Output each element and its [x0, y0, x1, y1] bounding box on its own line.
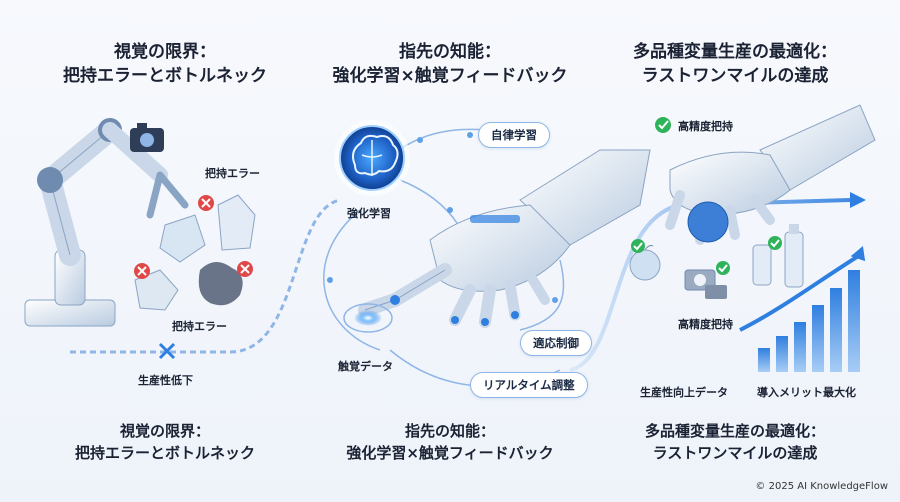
panel-2-title: 指先の知能： 強化学習×触覚フィードバック [332, 42, 568, 86]
panel-1-title: 視覚の限界： 把持エラーとボトルネック [63, 42, 267, 86]
panel-2-caption: 指先の知能： 強化学習×触覚フィードバック [346, 422, 554, 462]
error-icon [237, 261, 253, 277]
apple-icon [629, 245, 661, 281]
sponge-object-icon [198, 261, 243, 306]
precision-grip-label-top: 高精度把持 [678, 120, 733, 133]
brain-icon [334, 120, 410, 196]
flow-arrow-icon [850, 192, 866, 208]
check-icon [655, 117, 671, 133]
error-icon [134, 263, 150, 279]
copyright-footer: © 2025 AI KnowledgeFlow [755, 481, 888, 492]
ball-object-icon [687, 201, 729, 243]
panel-3-caption: 多品種変量生産の最適化： ラストワンマイルの達成 [644, 422, 825, 462]
grip-error-label-bottom: 把持エラー [172, 320, 227, 333]
error-icon [198, 195, 214, 211]
bottle-icon [752, 224, 804, 288]
tactile-data-label: 触覚データ [338, 360, 393, 373]
camera-icon [130, 123, 164, 152]
cube-object-icon [159, 214, 206, 263]
robot-arm-icon [24, 118, 189, 327]
check-icon [716, 261, 730, 275]
parts-icon [684, 269, 727, 299]
precision-grip-label-mid: 高精度把持 [678, 318, 733, 331]
tactile-touch-icon [343, 303, 393, 333]
check-icon [631, 239, 645, 253]
adaptive-control-pill: 適応制御 [520, 330, 592, 356]
robot-hand-icon [358, 149, 651, 328]
reinforcement-learning-label: 強化学習 [347, 207, 391, 220]
bar-chart-icon [739, 246, 866, 372]
panel-1-caption: 視覚の限界： 把持エラーとボトルネック [74, 422, 255, 462]
autonomous-learning-pill: 自律学習 [478, 122, 550, 148]
realtime-adjust-pill: リアルタイム調整 [470, 372, 588, 398]
flow-line-right [569, 198, 851, 372]
bottleneck-label: 生産性低下 [138, 374, 193, 387]
bottle-object-icon [217, 194, 256, 251]
check-icon [768, 236, 782, 250]
panel-3-title: 多品種変量生産の最適化： ラストワンマイルの達成 [633, 42, 837, 86]
flow-line-left [70, 198, 341, 354]
bottleneck-x-icon [158, 342, 176, 360]
productivity-data-label: 生産性向上データ [640, 386, 728, 399]
crystal-object-icon [134, 269, 179, 311]
benefit-max-label: 導入メリット最大化 [757, 386, 856, 399]
grip-error-label-top: 把持エラー [205, 167, 260, 180]
